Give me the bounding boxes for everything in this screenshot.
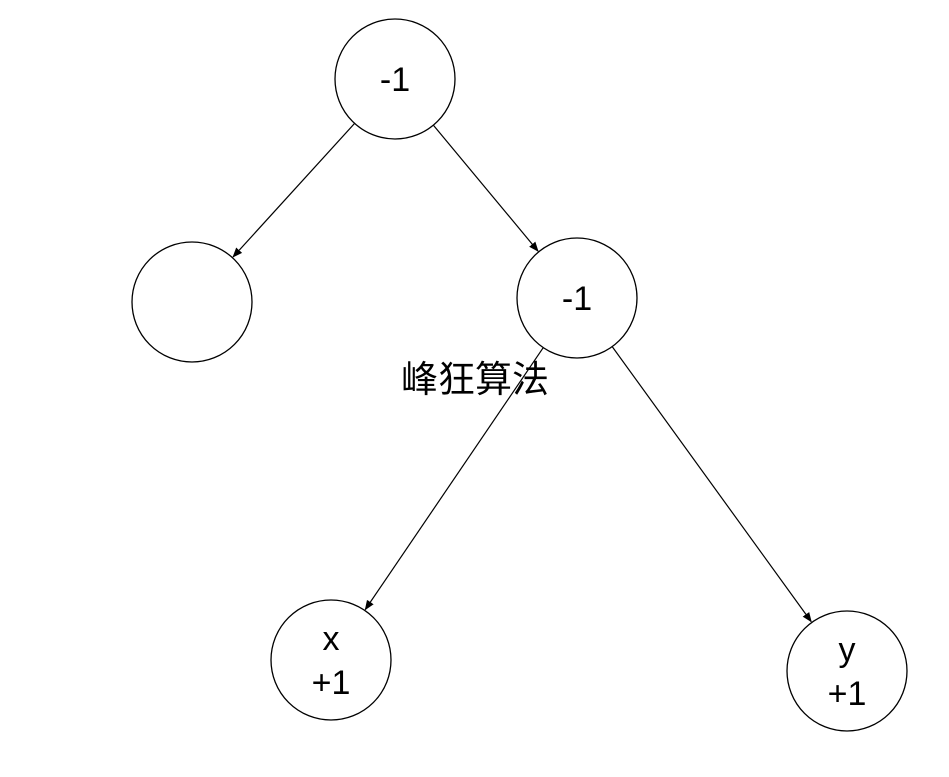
node-circle-root [334, 18, 456, 140]
node-node-y: y +1 [786, 610, 908, 732]
watermark-text: 峰狂算法 [401, 358, 549, 401]
node-circle-right-child [516, 237, 638, 359]
node-circle-node-y [786, 610, 908, 732]
edge-right-child-to-node-y [611, 346, 812, 623]
node-right-child: -1 [516, 237, 638, 359]
node-label-node-x-0: x [323, 620, 340, 658]
node-circle-left-child [131, 241, 253, 363]
node-circle-node-x [270, 599, 392, 721]
edge-root-to-left-child [232, 122, 356, 258]
node-root: -1 [334, 18, 456, 140]
node-label-right-child-0: -1 [562, 280, 592, 318]
nodes-layer: -1 -1 x +1 y +1 [131, 18, 908, 732]
edge-root-to-right-child [432, 124, 539, 252]
node-label-node-y-0: y [839, 631, 856, 669]
node-left-child [131, 241, 253, 363]
node-label-node-x-1: +1 [312, 664, 351, 702]
node-label-root-0: -1 [380, 61, 410, 99]
edges-layer [232, 122, 812, 623]
node-label-node-y-1: +1 [828, 675, 867, 713]
edge-right-child-to-node-x [364, 347, 544, 611]
node-node-x: x +1 [270, 599, 392, 721]
